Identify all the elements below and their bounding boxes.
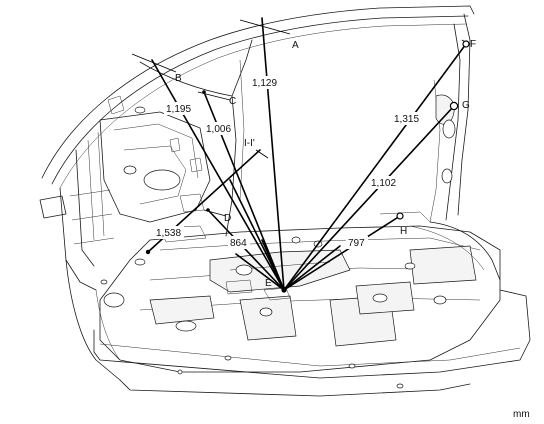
dimension-864: 864 [230,238,247,249]
measure-line-d [207,209,285,291]
dimension-1129: 1,129 [252,78,277,89]
measure-line-f [283,43,467,291]
measure-line-797 [283,245,341,291]
point-label-h: H [400,226,407,237]
measure-line-g [283,105,455,291]
dimension-1195: 1,195 [166,104,191,115]
measure-line-e2 [261,239,285,291]
point-label-b: B [175,73,182,84]
dimension-1538: 1,538 [156,228,181,239]
point-label-e: E [265,278,272,289]
point-marker-e [281,287,287,293]
measurement-points [145,40,470,293]
point-labels: A B C D E F G H I-I' [175,39,476,289]
dimension-labels: 1,129 1,195 1,006 1,538 864 797 1,315 1,… [156,78,419,249]
measure-line-864 [235,253,285,291]
point-label-c: C [229,96,236,107]
point-label-i: I-I' [244,138,255,149]
measure-line-a [261,17,285,291]
dimension-1315: 1,315 [394,114,419,125]
point-marker-h [396,212,404,220]
point-label-a: A [292,40,299,51]
point-marker-i [145,249,151,255]
point-label-g: G [462,100,470,111]
point-label-f: F [470,39,476,50]
point-marker-f [462,40,470,48]
leader-i [255,149,269,159]
point-marker-d [206,208,210,212]
measure-line-h [283,215,401,291]
dimension-797: 797 [348,238,365,249]
measure-line-b [151,59,285,291]
point-marker-g [449,101,459,111]
measure-line-e1 [229,179,285,291]
dimension-1102: 1,102 [371,178,396,189]
point-marker-c [202,90,206,94]
point-label-d: D [224,213,231,224]
leader-b [131,53,177,73]
body-structure [39,5,531,397]
unit-label: mm [513,409,530,420]
dimension-1006: 1,006 [206,124,231,135]
leader-a [239,19,291,35]
